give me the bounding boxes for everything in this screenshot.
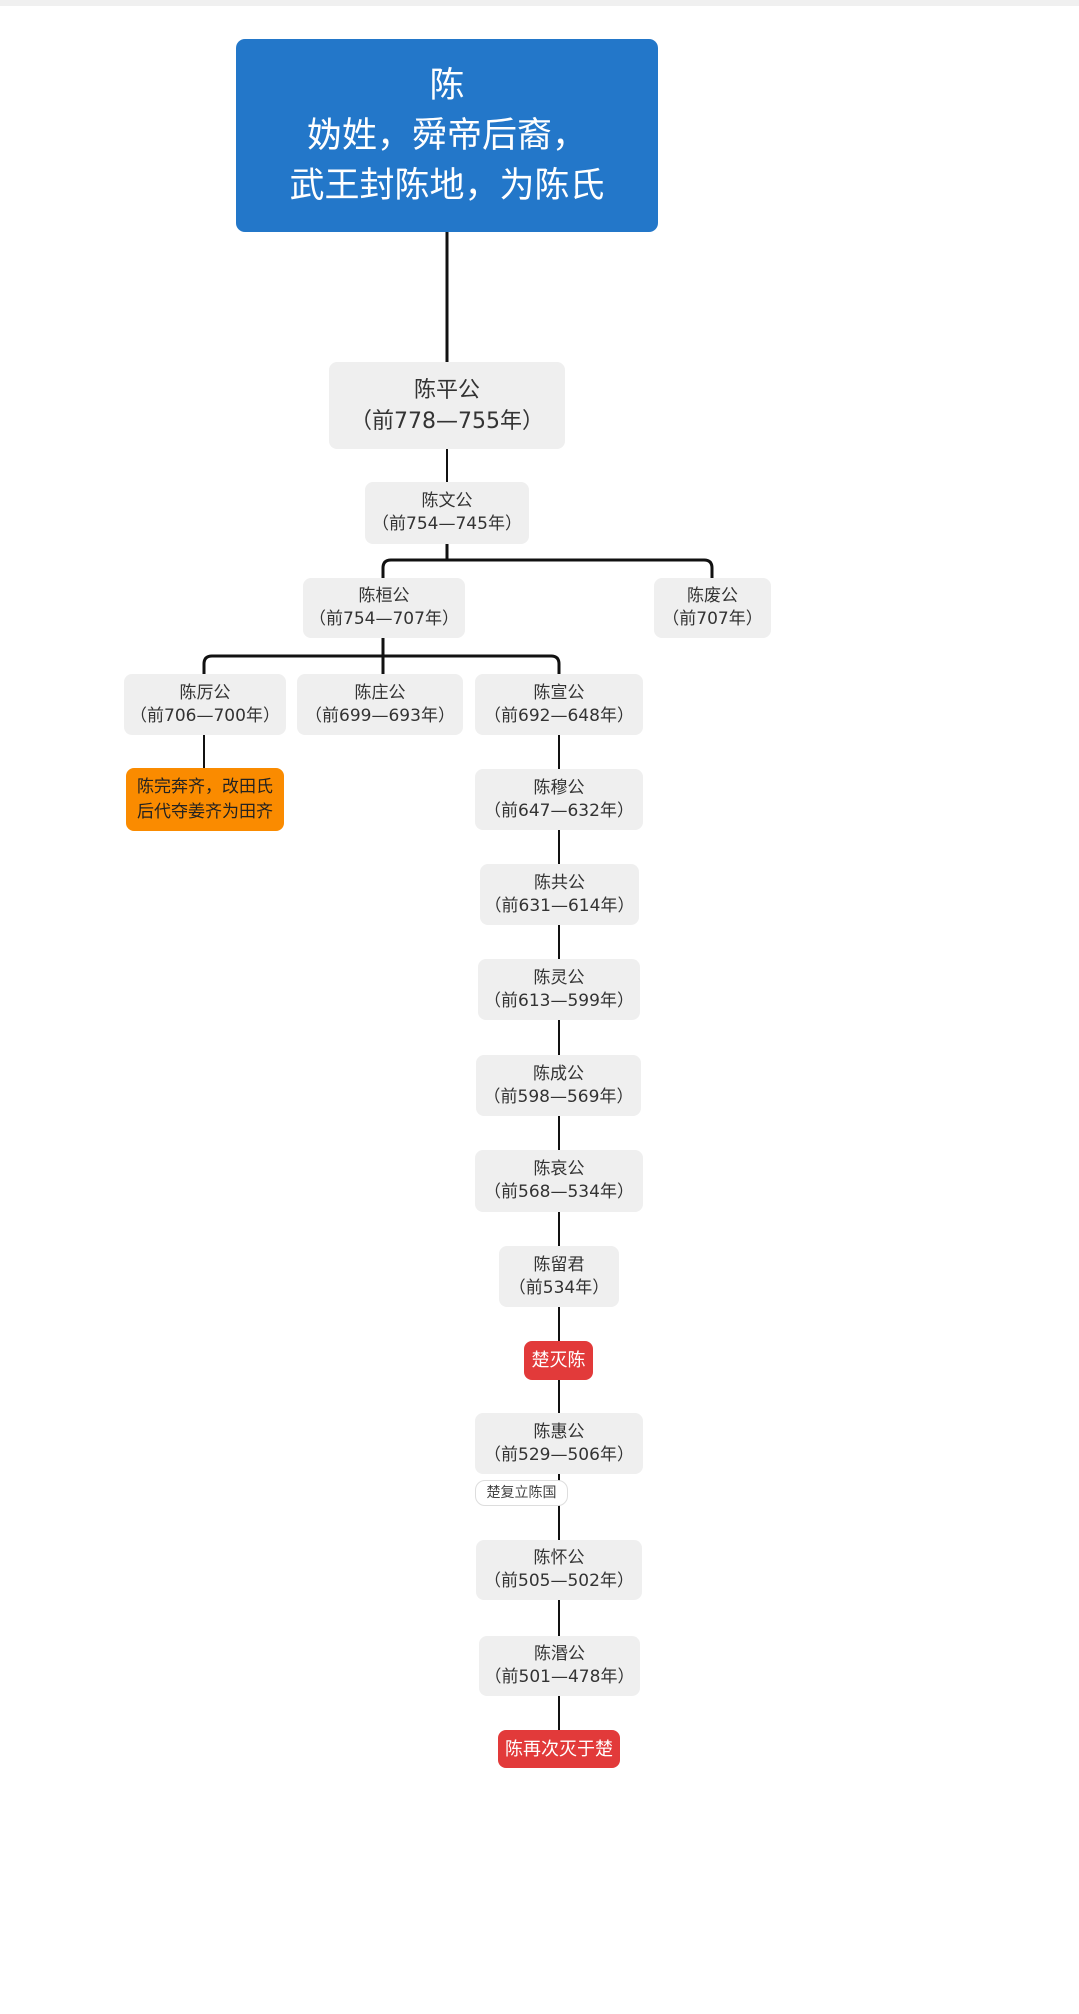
node-name: 陈成公 <box>533 1063 584 1084</box>
link-huan-children <box>202 638 561 674</box>
node-hui[interactable]: 陈惠公 （前529—506年） <box>475 1413 643 1474</box>
root-title: 陈 <box>429 65 465 106</box>
node-years: （前501—478年） <box>484 1667 635 1687</box>
node-gong[interactable]: 陈共公 （前631—614年） <box>480 864 639 925</box>
node-years: （前754—707年） <box>309 609 459 629</box>
node-fei[interactable]: 陈废公 （前707年） <box>654 578 771 638</box>
node-name: 陈哀公 <box>533 1159 585 1179</box>
root-line-3: 武王封陈地，为陈氏 <box>289 165 605 206</box>
node-name: 陈留君 <box>533 1254 585 1275</box>
node-name: 陈灵公 <box>533 967 585 988</box>
node-years: （前707年） <box>662 609 763 629</box>
node-years: （前647—632年） <box>484 800 634 821</box>
node-name: 陈废公 <box>687 586 738 606</box>
note-chen-destroyed-again[interactable]: 陈再次灭于楚 <box>498 1730 620 1768</box>
top-bar <box>0 0 1079 6</box>
note-text: 陈再次灭于楚 <box>505 1738 613 1760</box>
node-years: （前598—569年） <box>483 1086 634 1107</box>
node-name: 陈庄公 <box>354 682 406 703</box>
node-wen[interactable]: 陈文公 （前754—745年） <box>365 482 529 544</box>
node-years: （前754—745年） <box>372 514 522 534</box>
node-years: （前778—755年） <box>350 408 544 434</box>
node-ling[interactable]: 陈灵公 （前613—599年） <box>478 959 640 1020</box>
node-name: 陈湣公 <box>534 1644 585 1664</box>
node-xuan[interactable]: 陈宣公 （前692—648年） <box>475 674 643 735</box>
node-name: 陈宣公 <box>533 682 585 703</box>
note-chu-destroys-chen[interactable]: 楚灭陈 <box>524 1341 593 1380</box>
node-zhuang[interactable]: 陈庄公 （前699—693年） <box>297 674 463 735</box>
node-huan[interactable]: 陈桓公 （前754—707年） <box>303 578 465 638</box>
node-ping[interactable]: 陈平公 （前778—755年） <box>329 362 565 449</box>
node-name: 陈厉公 <box>179 682 231 703</box>
node-name: 陈桓公 <box>358 586 410 606</box>
note-tian-qi[interactable]: 陈完奔齐，改田氏 后代夺姜齐为田齐 <box>126 768 284 831</box>
node-years: （前706—700年） <box>130 705 280 726</box>
note-text: 楚灭陈 <box>531 1350 586 1371</box>
node-min[interactable]: 陈湣公 （前501—478年） <box>479 1636 640 1696</box>
node-ai[interactable]: 陈哀公 （前568—534年） <box>475 1150 643 1212</box>
node-liu[interactable]: 陈留君 （前534年） <box>499 1246 619 1307</box>
node-name: 陈共公 <box>534 872 585 893</box>
root-line-2: 妫姓，舜帝后裔， <box>306 115 587 156</box>
node-years: （前613—599年） <box>484 990 634 1011</box>
node-name: 陈怀公 <box>533 1548 585 1568</box>
node-years: （前529—506年） <box>484 1444 634 1465</box>
node-cheng[interactable]: 陈成公 （前598—569年） <box>476 1055 641 1116</box>
root-node-chen[interactable]: 陈 妫姓，舜帝后裔， 武王封陈地，为陈氏 <box>236 39 658 232</box>
label-chu-restores-chen[interactable]: 楚复立陈国 <box>475 1480 568 1506</box>
node-name: 陈穆公 <box>533 777 585 798</box>
node-years: （前534年） <box>508 1277 610 1298</box>
node-mu[interactable]: 陈穆公 （前647—632年） <box>475 769 643 830</box>
node-years: （前692—648年） <box>484 705 634 726</box>
link-wen-children <box>381 544 714 578</box>
node-years: （前699—693年） <box>305 705 455 726</box>
node-huai[interactable]: 陈怀公 （前505—502年） <box>476 1540 642 1600</box>
label-text: 楚复立陈国 <box>486 1484 557 1501</box>
node-name: 陈惠公 <box>533 1421 585 1442</box>
node-years: （前631—614年） <box>484 895 635 916</box>
note-line-2: 后代夺姜齐为田齐 <box>137 801 273 822</box>
note-line-1: 陈完奔齐，改田氏 <box>137 776 273 797</box>
node-years: （前568—534年） <box>484 1182 634 1202</box>
node-li[interactable]: 陈厉公 （前706—700年） <box>124 674 286 735</box>
node-name: 陈平公 <box>413 377 480 403</box>
node-name: 陈文公 <box>421 491 473 511</box>
node-years: （前505—502年） <box>484 1571 634 1591</box>
